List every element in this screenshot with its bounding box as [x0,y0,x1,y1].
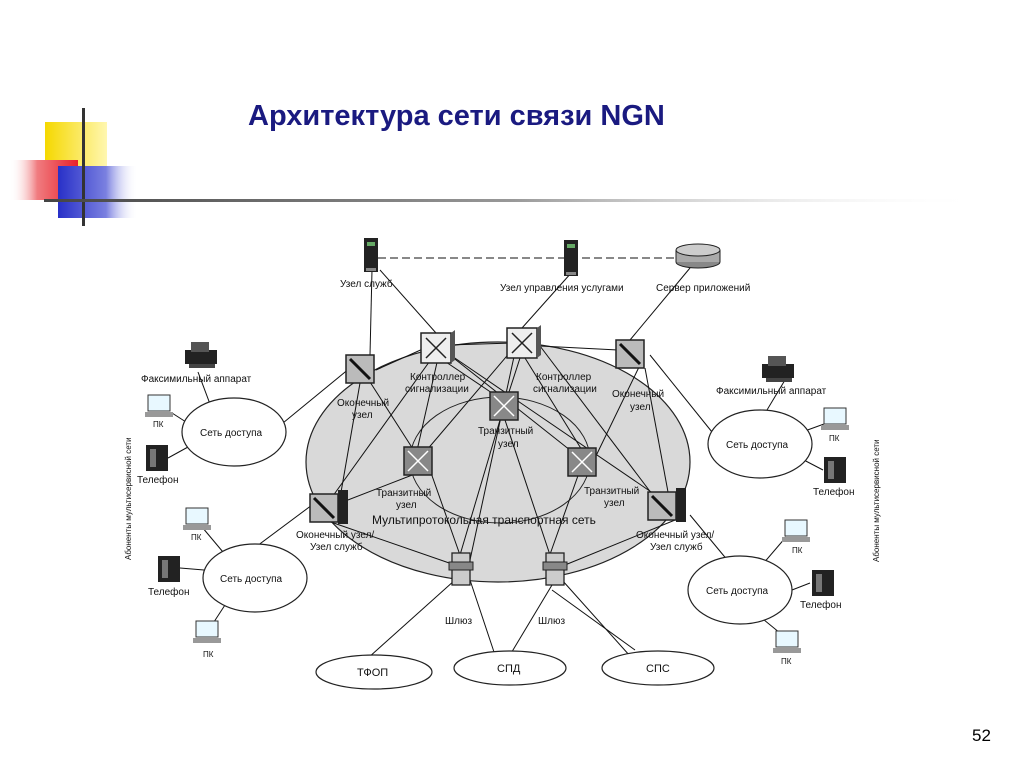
transit-switch-icon [567,447,597,477]
label-controller-right: Контроллер [536,372,592,383]
edge-node-icon [345,354,375,384]
label-access-left-bottom: Сеть доступа [220,574,283,585]
label-edge-service-left: Оконечный узел/ [296,530,374,541]
label-transit-left-2: узел [396,500,417,511]
pc-icon [193,620,221,643]
fax-icon [762,356,794,382]
label-transit-right: Транзитный [584,486,639,497]
transport-network-cloud [305,341,691,583]
access-network-ellipse [181,397,287,467]
controller-switch-icon [506,325,541,359]
label-edge-service-right: Оконечный узел/ [636,530,714,541]
pc-icon [821,407,849,430]
gateway-icon [448,552,474,586]
label-phone-right-mid: Телефон [800,599,841,611]
edge-node-icon [615,339,645,369]
label-controller-right-2: сигнализации [533,384,597,395]
label-fax-left: Факсимильный аппарат [141,374,252,385]
access-network-ellipse [687,555,793,625]
external-network-ellipse [315,654,433,690]
external-network-ellipse [453,650,567,686]
label-edge-service-right-2: Узел служб [650,541,703,553]
label-gateway-right: Шлюз [538,616,566,627]
server-icon [364,238,378,272]
gateway-icon [542,552,568,586]
pc-icon [782,519,810,542]
label-edge-right-top-2: узел [630,402,651,413]
label-transit-center: Транзитный [478,426,533,437]
phone-icon [158,556,180,582]
label-service-node: Узел служб [340,278,393,290]
label-pc-right-top: ПК [829,434,840,443]
label-controller-left: Контроллер [410,372,466,383]
label-transit-right-2: узел [604,498,625,509]
transit-switch-icon [489,391,519,421]
label-mobile-network: СПС [646,663,670,675]
label-data-network: СПД [497,663,521,675]
label-access-left-top: Сеть доступа [200,428,263,439]
label-pc-left-mid: ПК [191,533,202,542]
connection-lines [167,257,825,659]
label-pstn: ТФОП [357,667,388,679]
page-number: 52 [972,726,991,745]
server-icon [564,240,578,276]
label-subscribers-left: Абоненты мультисервисной сети [124,437,133,560]
phone-icon [824,457,846,483]
label-edge-service-left-2: Узел служб [310,541,363,553]
label-edge-right-top: Оконечный [612,389,664,400]
label-app-server: Сервер приложений [656,283,750,294]
database-server-icon [675,243,721,269]
pc-icon [145,394,173,417]
label-controller-left-2: сигнализации [405,384,469,395]
phone-icon [146,445,168,471]
label-phone-left-top: Телефон [137,474,178,486]
label-edge-left-top: Оконечный [337,398,389,409]
label-edge-left-top-2: узел [352,410,373,421]
label-pc-right-bottom: ПК [781,657,792,666]
label-fax-right: Факсимильный аппарат [716,386,827,397]
pc-icon [773,630,801,653]
label-pc-left-bottom: ПК [203,650,214,659]
label-pc-left-top: ПК [153,420,164,429]
label-core-network: Мультипротокольная транспортная сеть [372,513,596,527]
label-phone-right-top: Телефон [813,486,854,498]
fax-icon [185,342,217,368]
external-network-ellipse [601,650,715,686]
edge-service-node-icon [647,488,686,522]
label-access-right-bottom: Сеть доступа [706,586,769,597]
label-transit-left: Транзитный [376,488,431,499]
slide-title: Архитектура сети связи NGN [248,100,665,132]
access-network-ellipse [202,543,308,613]
transit-switch-icon [403,446,433,476]
phone-icon [812,570,834,596]
label-gateway-left: Шлюз [445,616,473,627]
access-network-ellipse [707,409,813,479]
pc-icon [183,507,211,530]
label-phone-left-mid: Телефон [148,586,189,598]
label-transit-center-2: узел [498,439,519,450]
edge-service-node-icon [309,490,348,524]
label-service-mgmt-node: Узел управления услугами [500,283,624,294]
controller-switch-icon [420,330,455,364]
label-pc-right-mid: ПК [792,546,803,555]
label-subscribers-right: Абоненты мультисервисной сети [872,439,881,562]
label-access-right-top: Сеть доступа [726,440,789,451]
